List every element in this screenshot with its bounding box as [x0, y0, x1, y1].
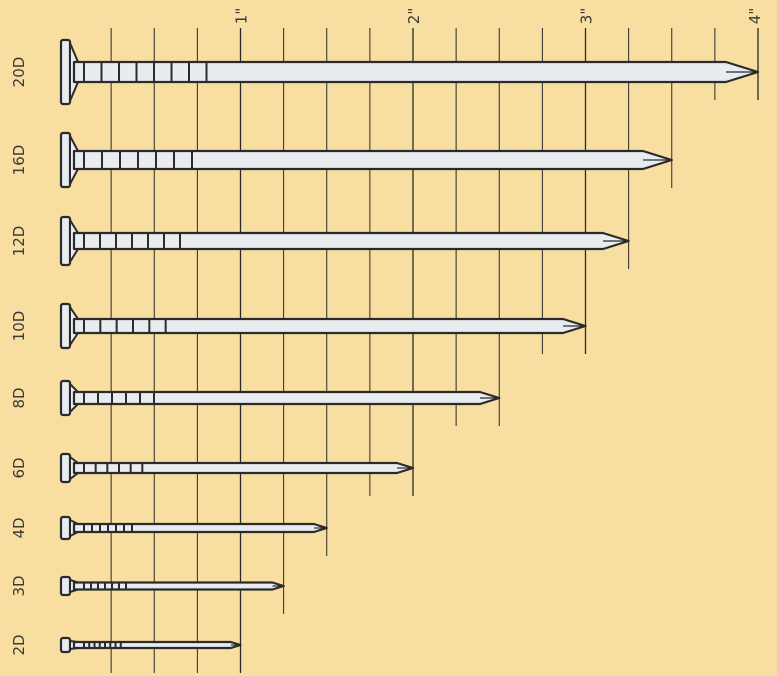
nail-head — [61, 40, 70, 104]
nail-8d — [61, 381, 499, 415]
nail-shaft — [74, 319, 586, 333]
nail-shaft — [74, 463, 413, 473]
nail-size-label: 12D — [10, 226, 28, 257]
nail-size-label: 8D — [10, 387, 28, 408]
nail-head — [61, 577, 70, 595]
nail-4d — [61, 517, 327, 539]
nail-6d — [61, 454, 413, 482]
nail-shaft — [74, 524, 327, 532]
nails-group — [61, 40, 758, 652]
nail-shaft — [74, 233, 629, 249]
nail-head — [61, 517, 70, 539]
nail-2d — [61, 638, 241, 652]
nail-3d — [61, 577, 284, 595]
nail-head — [61, 454, 70, 482]
nail-size-label: 4D — [10, 517, 28, 538]
nail-head — [61, 381, 70, 415]
nail-size-label: 10D — [10, 311, 28, 342]
nail-size-label: 20D — [10, 57, 28, 88]
inch-label: 2" — [405, 8, 423, 24]
nail-head — [61, 304, 70, 348]
nail-shaft — [74, 62, 758, 82]
inch-label: 3" — [578, 8, 596, 24]
nail-head — [61, 133, 70, 187]
nail-head — [61, 638, 70, 652]
nail-10d — [61, 304, 586, 348]
nail-size-labels: 20D 16D 12D 10D 8D 6D 4D 3D 2D — [10, 57, 28, 656]
nail-size-label: 2D — [10, 634, 28, 655]
nail-shaft — [74, 151, 672, 169]
nail-16d — [61, 133, 672, 187]
inch-label: 4" — [746, 8, 764, 24]
inch-label: 1" — [233, 8, 251, 24]
nail-size-label: 16D — [10, 145, 28, 176]
inch-scale-labels: 1" 2" 3" 4" — [233, 8, 765, 24]
nail-shaft — [74, 392, 499, 404]
nail-20d — [61, 40, 758, 104]
nail-size-label: 3D — [10, 575, 28, 596]
nail-head — [61, 217, 70, 265]
nail-size-label: 6D — [10, 457, 28, 478]
ruler-grid — [111, 28, 758, 673]
nail-12d — [61, 217, 629, 265]
